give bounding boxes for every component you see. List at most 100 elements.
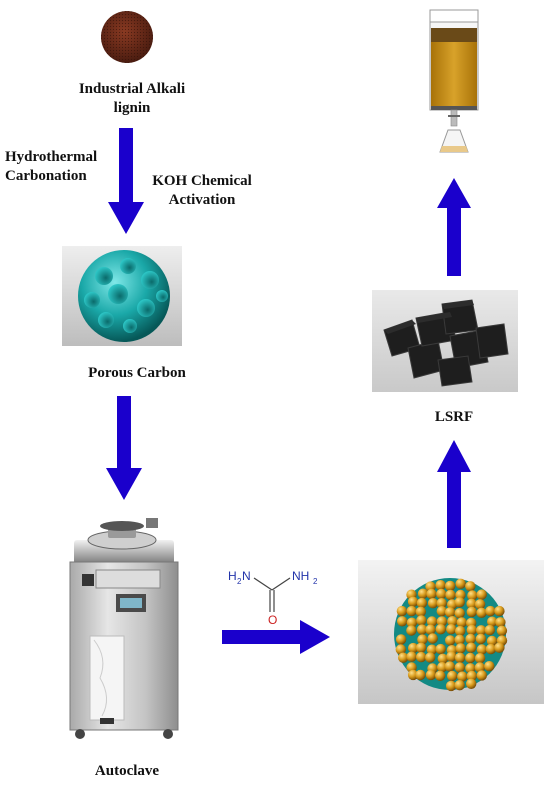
bead — [444, 661, 455, 672]
bead — [427, 598, 439, 609]
bead — [447, 670, 458, 682]
bead — [408, 642, 419, 654]
bead — [416, 624, 428, 635]
bead — [454, 652, 466, 663]
bead — [475, 633, 487, 645]
bead — [435, 670, 446, 681]
lignin-label: Industrial Alkali lignin — [62, 80, 202, 118]
bead — [455, 578, 466, 589]
bead — [456, 617, 467, 628]
bead — [466, 624, 477, 636]
bead — [407, 669, 419, 681]
urea-structure: H 2 N NH 2 O — [226, 562, 326, 632]
bead — [485, 643, 497, 655]
lsrf-particle-image — [358, 560, 544, 704]
bead — [466, 642, 477, 653]
bead — [476, 589, 487, 600]
bead — [474, 662, 486, 673]
urea-nh2-sub: 2 — [313, 577, 318, 586]
bead — [466, 670, 477, 682]
bead — [454, 680, 465, 691]
bead — [494, 605, 505, 617]
bead — [476, 607, 487, 618]
bead — [465, 633, 476, 645]
bead — [415, 642, 427, 653]
bead — [435, 643, 446, 655]
bead — [454, 634, 465, 645]
bead — [476, 670, 487, 681]
arrow-down-2 — [106, 396, 142, 500]
urea-h2n-sub: 2 — [237, 577, 242, 586]
bead — [395, 644, 406, 655]
bead — [484, 624, 495, 636]
bead — [416, 651, 427, 663]
lsrf-label: LSRF — [434, 409, 474, 425]
bead — [487, 616, 498, 627]
bead — [415, 606, 426, 617]
bead — [426, 616, 438, 627]
bead — [494, 642, 505, 653]
bead — [406, 617, 418, 628]
bead — [484, 661, 495, 672]
autoclave-image — [62, 518, 186, 740]
bead — [396, 605, 408, 617]
bead — [454, 597, 465, 608]
urea-h2n-h: H — [228, 569, 237, 583]
arrow-down-1 — [108, 128, 144, 234]
bead — [406, 651, 417, 662]
bead — [445, 580, 456, 592]
koh-label-line2: Activation — [168, 192, 236, 208]
bead — [465, 652, 476, 664]
bead — [436, 598, 447, 609]
bead — [466, 598, 477, 609]
bead — [425, 669, 437, 681]
bead — [447, 616, 458, 627]
bead — [436, 588, 447, 600]
bead — [465, 581, 476, 592]
hydrothermal-label-line2: Carbonation — [5, 168, 87, 184]
koh-label: KOH Chemical Activation — [138, 172, 266, 210]
bead — [495, 617, 506, 628]
urea-nh2-nh: NH — [292, 569, 309, 583]
hydrothermal-label: Hydrothermal Carbonation — [5, 148, 97, 186]
urea-h2n-n: N — [242, 569, 251, 583]
bead — [457, 671, 468, 682]
lignin-label-line2: lignin — [113, 100, 151, 116]
bead — [415, 669, 426, 681]
bead — [465, 663, 476, 674]
bead — [437, 662, 448, 673]
bead — [395, 634, 407, 645]
arrow-up-2 — [437, 178, 471, 276]
bead — [454, 608, 465, 619]
bead — [467, 590, 478, 601]
bead — [417, 588, 429, 599]
bead — [406, 625, 417, 636]
arrow-up-1 — [437, 440, 471, 548]
bead — [435, 624, 446, 635]
bead — [455, 625, 466, 637]
bead — [416, 615, 427, 626]
bead — [476, 625, 487, 636]
bead — [435, 580, 446, 591]
bead — [427, 633, 438, 644]
bead — [425, 652, 436, 663]
bead — [455, 643, 466, 654]
bead — [417, 634, 428, 645]
bead — [436, 616, 448, 627]
bead — [444, 607, 456, 618]
bead — [486, 635, 498, 647]
bead — [436, 606, 447, 617]
bead — [445, 635, 456, 646]
bead — [398, 652, 409, 663]
porous-carbon-label: Porous Carbon — [88, 365, 186, 381]
lignin-label-line1: Industrial Alkali — [78, 81, 186, 97]
bead — [466, 606, 477, 618]
bead — [437, 653, 448, 664]
bead — [397, 616, 408, 627]
lignin-disc-image — [100, 10, 154, 64]
bead — [446, 651, 457, 662]
bead — [476, 644, 488, 655]
koh-label-line1: KOH Chemical — [152, 173, 252, 189]
autoclave-label: Autoclave — [94, 763, 160, 779]
bead — [474, 599, 486, 610]
